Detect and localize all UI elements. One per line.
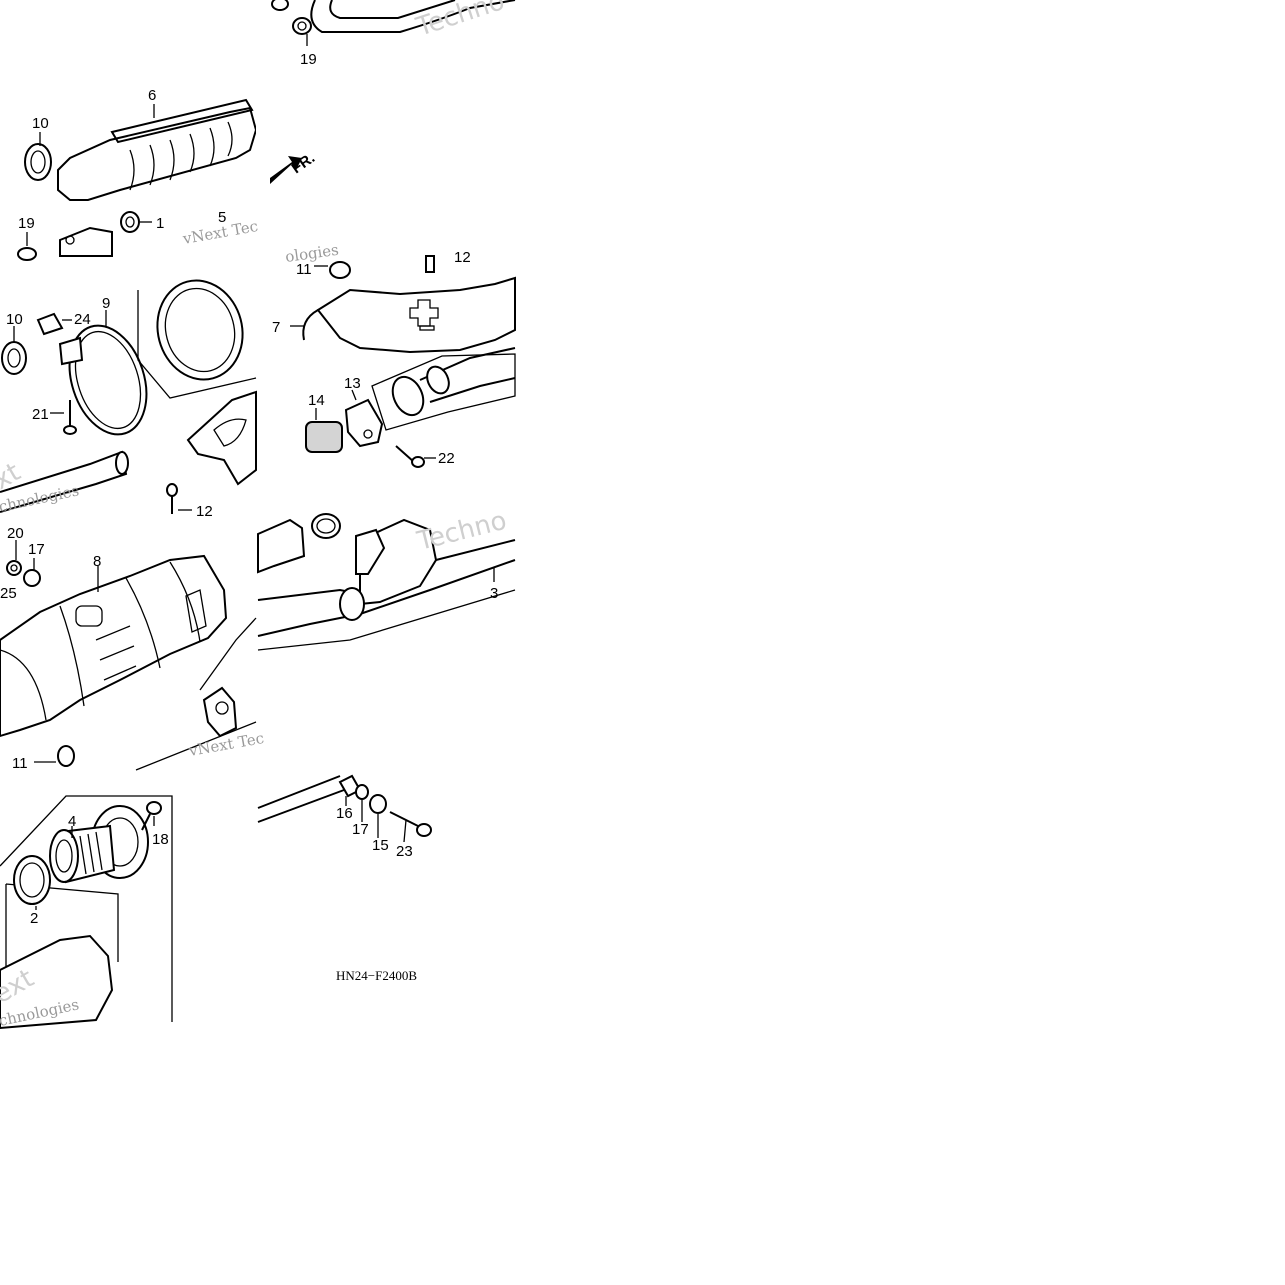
part-label: 11 bbox=[296, 261, 312, 278]
svg-text:xt: xt bbox=[0, 457, 26, 496]
part-label: 15 bbox=[372, 837, 389, 854]
part-label: 13 bbox=[344, 375, 361, 392]
front-direction-label: FR. bbox=[289, 149, 319, 177]
svg-text:Techno: Techno bbox=[412, 0, 508, 43]
part-label: 10 bbox=[32, 115, 49, 132]
part-label: 16 bbox=[336, 805, 353, 822]
part-label: 21 bbox=[32, 406, 49, 423]
part-label: 19 bbox=[300, 51, 317, 68]
svg-text:ologies: ologies bbox=[284, 241, 340, 266]
part-label: 9 bbox=[102, 295, 110, 312]
part-label: 10 bbox=[6, 311, 23, 328]
part-label: 12 bbox=[454, 249, 471, 266]
part-label: 3 bbox=[490, 585, 498, 602]
part-label: 7 bbox=[272, 319, 280, 336]
drawing-code: HN24−F2400B bbox=[336, 968, 417, 983]
part-label: 2 bbox=[30, 910, 38, 927]
part-label: 4 bbox=[68, 813, 76, 830]
part-labels: 19 6 10 19 1 5 11 12 10 24 9 7 21 14 13 … bbox=[0, 51, 498, 927]
part-label: 23 bbox=[396, 843, 413, 860]
panel-catalyst bbox=[17, 98, 258, 261]
panel-tail-pipe bbox=[257, 513, 516, 651]
part-label: 5 bbox=[218, 209, 226, 226]
panel-heat-shield bbox=[290, 255, 516, 468]
part-label: 8 bbox=[93, 553, 101, 570]
part-label: 17 bbox=[28, 541, 45, 558]
part-label: 17 bbox=[352, 821, 369, 838]
part-label: 20 bbox=[7, 525, 24, 542]
panel-mount-hardware bbox=[257, 774, 432, 843]
part-label: 24 bbox=[74, 311, 91, 328]
part-label: 22 bbox=[438, 450, 455, 467]
part-label: 18 bbox=[152, 831, 169, 848]
panel-muffler bbox=[0, 540, 257, 771]
part-label: 11 bbox=[12, 755, 28, 772]
part-label: 25 bbox=[0, 585, 17, 602]
panel-muffler-band bbox=[0, 279, 257, 514]
part-label: 19 bbox=[18, 215, 35, 232]
panel-spark-arrester bbox=[0, 795, 173, 1030]
panel-front-pipe bbox=[270, 0, 516, 184]
part-label: 6 bbox=[148, 87, 156, 104]
part-label: 12 bbox=[196, 503, 213, 520]
part-label: 14 bbox=[308, 392, 325, 409]
svg-text:Techno: Techno bbox=[413, 506, 509, 557]
front-direction-arrow-icon bbox=[270, 156, 302, 184]
part-label: 1 bbox=[156, 215, 164, 232]
